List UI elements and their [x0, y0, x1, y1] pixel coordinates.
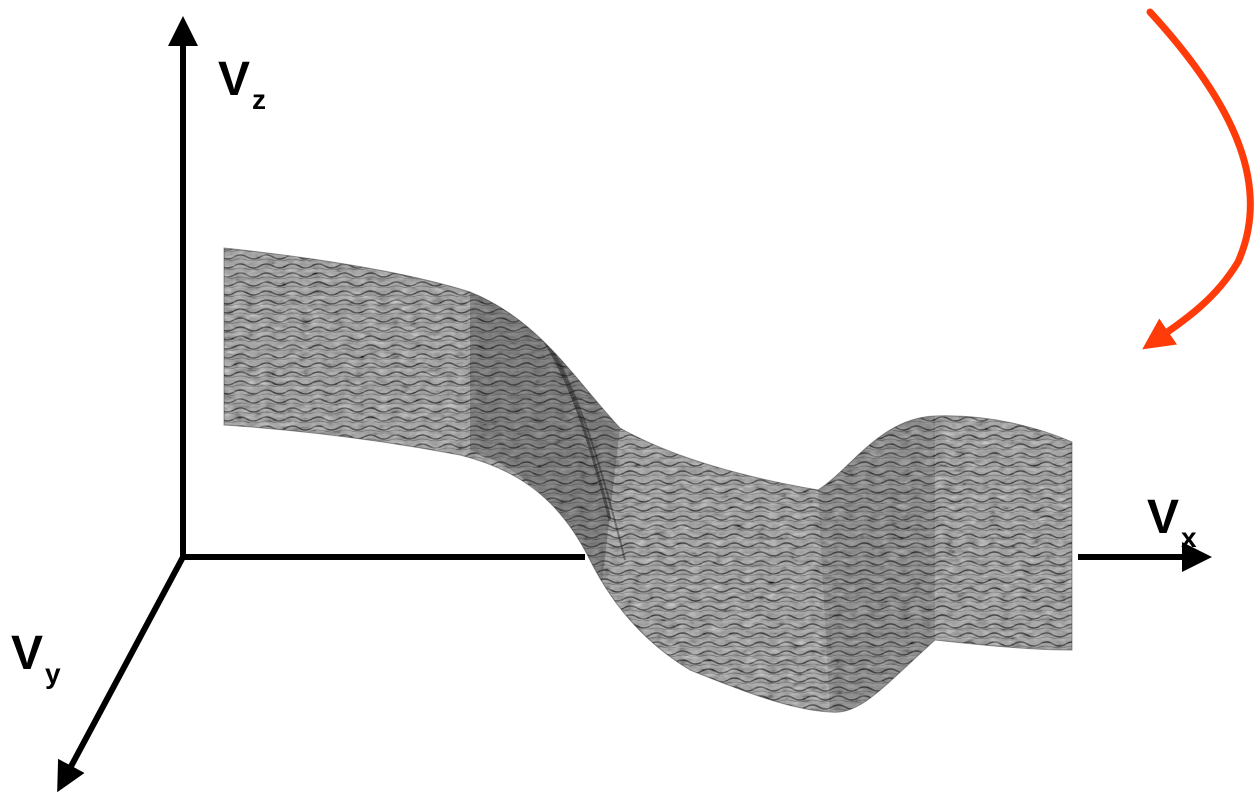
vx-symbol: V — [1147, 491, 1179, 544]
vz-symbol: V — [218, 53, 250, 106]
curved-arrow-icon — [1150, 12, 1250, 344]
vz-subscript: z — [252, 84, 266, 115]
vz-axis-label: Vz — [218, 56, 266, 104]
vx-axis-label: Vx — [1147, 494, 1197, 542]
vx-subscript: x — [1181, 522, 1197, 553]
vy-subscript: y — [45, 658, 61, 689]
vy-symbol: V — [11, 627, 43, 680]
y-axis — [60, 557, 183, 787]
vy-axis-label: Vy — [11, 630, 61, 678]
distribution-surface — [200, 230, 1100, 730]
